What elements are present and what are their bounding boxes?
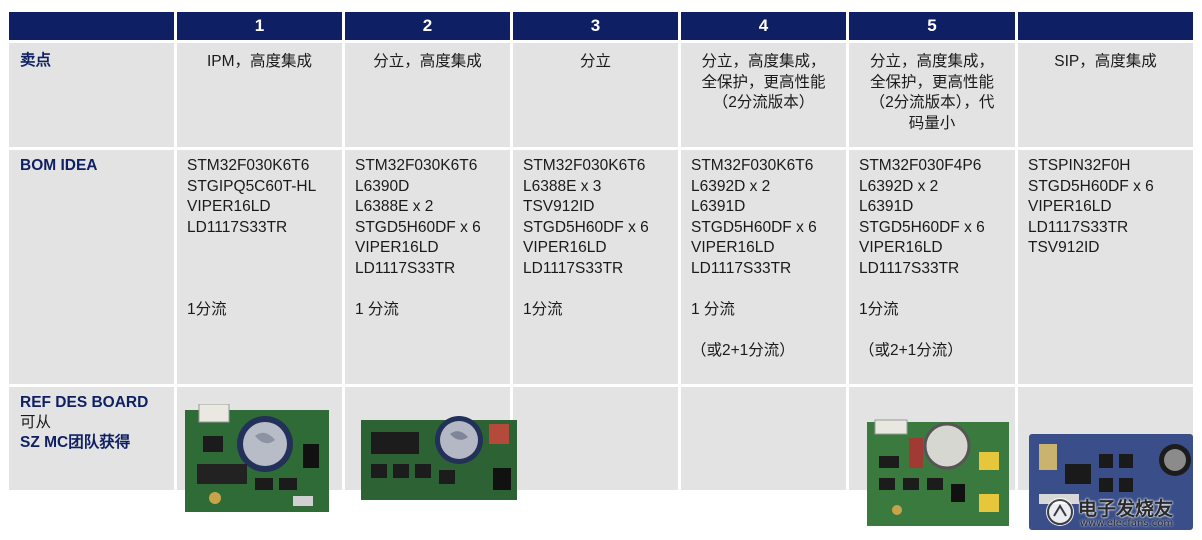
header-col-3: 3 bbox=[513, 12, 678, 40]
bom-col-1: STM32F030K6T6 STGIPQ5C60T-HL VIPER16LD L… bbox=[177, 150, 342, 384]
selling-point-col-4: 分立，高度集成， 全保护，更高性能 （2分流版本） bbox=[681, 43, 846, 147]
selling-point-col-2: 分立，高度集成 bbox=[345, 43, 510, 147]
watermark-cn-text: 电子发烧友 bbox=[1078, 498, 1174, 520]
header-col-1: 1 bbox=[177, 12, 342, 40]
bom-part: L6391D bbox=[691, 198, 746, 215]
bom-part: L6391D bbox=[859, 198, 914, 215]
shunt-note: 1分流 bbox=[859, 300, 899, 318]
bom-part: LD1117S33TR bbox=[187, 218, 288, 236]
bom-part: STGD5H60DF x 6 bbox=[523, 218, 649, 236]
bom-part: L6388E x 2 bbox=[355, 198, 434, 215]
bom-part: STM32F030F4P6 bbox=[859, 157, 982, 174]
bom-part: LD1117S33TR bbox=[859, 259, 960, 277]
bom-part: LD1117S33TR bbox=[691, 259, 792, 277]
bom-col-6: STSPIN32F0H STGD5H60DF x 6 VIPER16LD LD1… bbox=[1018, 150, 1193, 384]
row-label-bom: BOM IDEA bbox=[9, 150, 174, 384]
bom-part: TSV912ID bbox=[1028, 239, 1100, 256]
bom-part: VIPER16LD bbox=[187, 198, 271, 215]
bom-part: TSV912ID bbox=[523, 198, 595, 215]
ref-board-label-3: SZ MC团队获得 bbox=[20, 434, 131, 451]
bom-part: STGD5H60DF x 6 bbox=[859, 218, 985, 236]
shunt-note: 1 分流 bbox=[691, 300, 735, 318]
header-col-2: 2 bbox=[345, 12, 510, 40]
elecfans-watermark: 电子发烧友 www.elecfans.com bbox=[1046, 494, 1196, 534]
bom-part: STGD5H60DF x 6 bbox=[1028, 177, 1154, 195]
bom-col-2: STM32F030K6T6 L6390D L6388E x 2 STGD5H60… bbox=[345, 150, 510, 384]
bom-part: STM32F030K6T6 bbox=[691, 157, 814, 174]
bom-part: L6392D x 2 bbox=[859, 177, 939, 195]
bom-part: STSPIN32F0H bbox=[1028, 157, 1131, 174]
bom-part: VIPER16LD bbox=[1028, 198, 1112, 215]
bom-part: LD1117S33TR bbox=[523, 259, 624, 277]
watermark-logo-icon bbox=[1046, 498, 1074, 526]
selling-point-label: 卖点 bbox=[20, 52, 52, 69]
pcb-board-2-image bbox=[361, 412, 517, 502]
bom-part: LD1117S33TR bbox=[1028, 218, 1129, 236]
header-corner bbox=[9, 12, 174, 40]
shunt-alt-note: （或2+1分流） bbox=[859, 341, 963, 359]
header-col-5: 5 bbox=[849, 12, 1015, 40]
selling-point-col-3: 分立 bbox=[513, 43, 678, 147]
comparison-table: 1 2 3 4 5 卖点 IPM，高度集成 分立，高度集成 分立 分立，高度集成… bbox=[9, 12, 1193, 532]
selling-point-col-1: IPM，高度集成 bbox=[177, 43, 342, 147]
ref-board-label-2: 可从 bbox=[20, 414, 52, 431]
ref-board-col-4 bbox=[681, 387, 846, 490]
selling-point-col-5: 分立，高度集成， 全保护，更高性能 （2分流版本），代 码量小 bbox=[849, 43, 1015, 147]
bom-col-4: STM32F030K6T6 L6392D x 2 L6391D STGD5H60… bbox=[681, 150, 846, 384]
selling-point-text: 分立，高度集成， 全保护，更高性能 （2分流版本） bbox=[701, 53, 826, 111]
selling-point-col-6: SIP，高度集成 bbox=[1018, 43, 1193, 147]
ref-board-col-3 bbox=[513, 387, 678, 490]
selling-point-text: 分立，高度集成， 全保护，更高性能 （2分流版本），代 码量小 bbox=[869, 53, 995, 132]
bom-part: STM32F030K6T6 bbox=[187, 157, 310, 174]
header-col-6 bbox=[1018, 12, 1193, 40]
bom-part: L6388E x 3 bbox=[523, 177, 602, 195]
header-col-4: 4 bbox=[681, 12, 846, 40]
bom-label: BOM IDEA bbox=[20, 157, 98, 174]
bom-part: VIPER16LD bbox=[691, 239, 775, 256]
bom-col-5: STM32F030F4P6 L6392D x 2 L6391D STGD5H60… bbox=[849, 150, 1015, 384]
bom-col-3: STM32F030K6T6 L6388E x 3 TSV912ID STGD5H… bbox=[513, 150, 678, 384]
selling-point-text: 分立 bbox=[579, 53, 611, 70]
pcb-board-1-image bbox=[185, 404, 329, 516]
bom-part: VIPER16LD bbox=[859, 239, 943, 256]
bom-part: STM32F030K6T6 bbox=[355, 157, 478, 174]
shunt-note: 1分流 bbox=[187, 300, 227, 318]
bom-part: VIPER16LD bbox=[523, 239, 607, 256]
row-label-selling-point: 卖点 bbox=[9, 43, 174, 147]
watermark-url-text: www.elecfans.com bbox=[1080, 518, 1174, 529]
shunt-note: 1 分流 bbox=[355, 300, 399, 318]
bom-part: STGIPQ5C60T-HL bbox=[187, 177, 317, 195]
bom-part: STGD5H60DF x 6 bbox=[355, 218, 481, 236]
bom-part: LD1117S33TR bbox=[355, 259, 456, 277]
pcb-board-5-image bbox=[867, 416, 1009, 528]
selling-point-text: IPM，高度集成 bbox=[206, 53, 313, 70]
selling-point-text: 分立，高度集成 bbox=[373, 53, 482, 70]
ref-board-label-1: REF DES BOARD bbox=[20, 394, 149, 411]
shunt-note: 1分流 bbox=[523, 300, 563, 318]
bom-part: L6390D bbox=[355, 177, 410, 195]
row-label-ref-board: REF DES BOARD 可从 SZ MC团队获得 bbox=[9, 387, 174, 490]
bom-part: VIPER16LD bbox=[355, 239, 439, 256]
bom-part: L6392D x 2 bbox=[691, 177, 771, 195]
shunt-alt-note: （或2+1分流） bbox=[691, 341, 795, 359]
selling-point-text: SIP，高度集成 bbox=[1054, 53, 1157, 70]
bom-part: STGD5H60DF x 6 bbox=[691, 218, 817, 236]
bom-part: STM32F030K6T6 bbox=[523, 157, 646, 174]
